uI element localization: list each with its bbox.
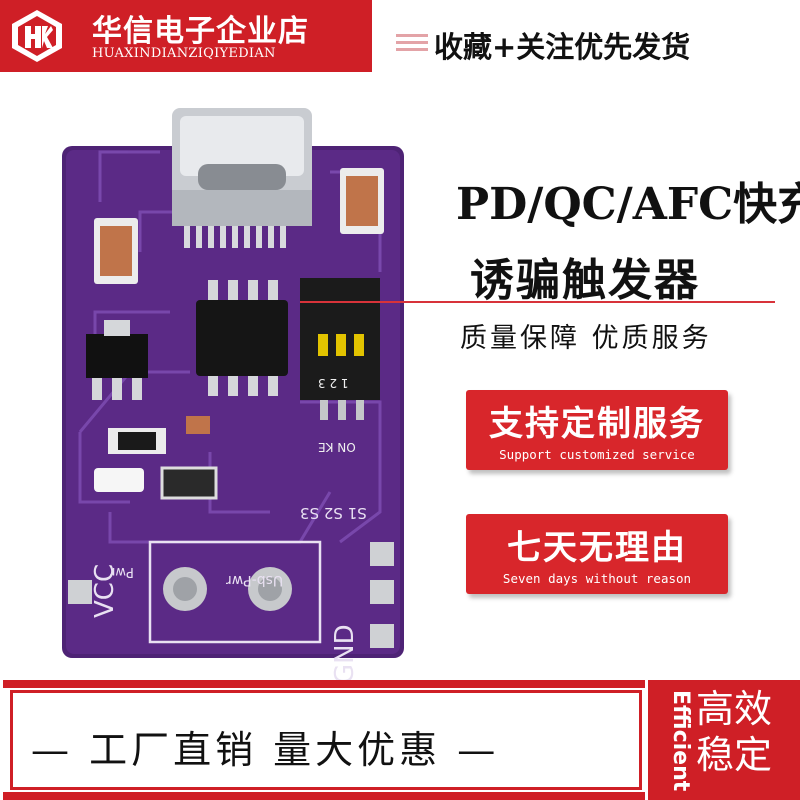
pcb-label-dip-on: ON KE xyxy=(318,440,356,454)
seven-day-return-title: 七天无理由 xyxy=(507,528,687,568)
product-image: VCC GND Usb-Pwr Pwr S1 S2 S3 ON KE 1 2 3 xyxy=(0,72,440,684)
pcb-label-gnd: GND xyxy=(330,624,360,684)
efficient-label: Efficient xyxy=(668,690,693,792)
pcb-label-dip-numbers: 1 2 3 xyxy=(318,376,349,390)
store-header-banner: 华信电子企业店 HUAXINDIANZIQIYEDIAN xyxy=(0,0,372,72)
bottom-slogan: — 工厂直销 量大优惠 — xyxy=(31,728,500,772)
product-title-line2: 诱骗触发器 xyxy=(470,255,700,306)
pcb-label-pwr: Pwr xyxy=(110,564,134,579)
store-header: 华信电子企业店 HUAXINDIANZIQIYEDIAN 收藏+关注优先发货 xyxy=(0,0,800,72)
quality-text: 质量保障 优质服务 xyxy=(460,323,712,354)
customized-service-badge[interactable]: 支持定制服务 Support customized service xyxy=(466,390,728,470)
menu-lines-icon xyxy=(396,34,428,52)
bottom-right-panel xyxy=(648,680,800,800)
pcb-label-switches: S1 S2 S3 xyxy=(300,504,367,522)
pcb-label-usb-pwr: Usb-Pwr xyxy=(226,572,284,588)
customized-service-title: 支持定制服务 xyxy=(489,404,705,444)
customized-service-subtitle: Support customized service xyxy=(499,447,695,462)
seven-day-return-subtitle: Seven days without reason xyxy=(502,571,692,586)
hx-logo-icon xyxy=(12,10,62,62)
product-title-line1: PD/QC/AFC快充 xyxy=(456,179,800,230)
shop-pinyin: HUAXINDIANZIQIYEDIAN xyxy=(92,46,276,61)
favorite-follow-text[interactable]: 收藏+关注优先发货 xyxy=(434,30,691,64)
pcb-board-illustration xyxy=(62,108,404,658)
efficient-text: 高效 xyxy=(696,687,773,731)
title-divider xyxy=(300,301,775,303)
stable-text: 稳定 xyxy=(696,733,773,777)
bottom-slogan-box: — 工厂直销 量大优惠 — xyxy=(3,680,645,800)
efficient-stable-text: 高效 稳定 xyxy=(696,686,772,778)
seven-day-return-badge[interactable]: 七天无理由 Seven days without reason xyxy=(466,514,728,594)
shop-name: 华信电子企业店 xyxy=(92,14,309,49)
bottom-banner: — 工厂直销 量大优惠 — xyxy=(0,680,800,800)
